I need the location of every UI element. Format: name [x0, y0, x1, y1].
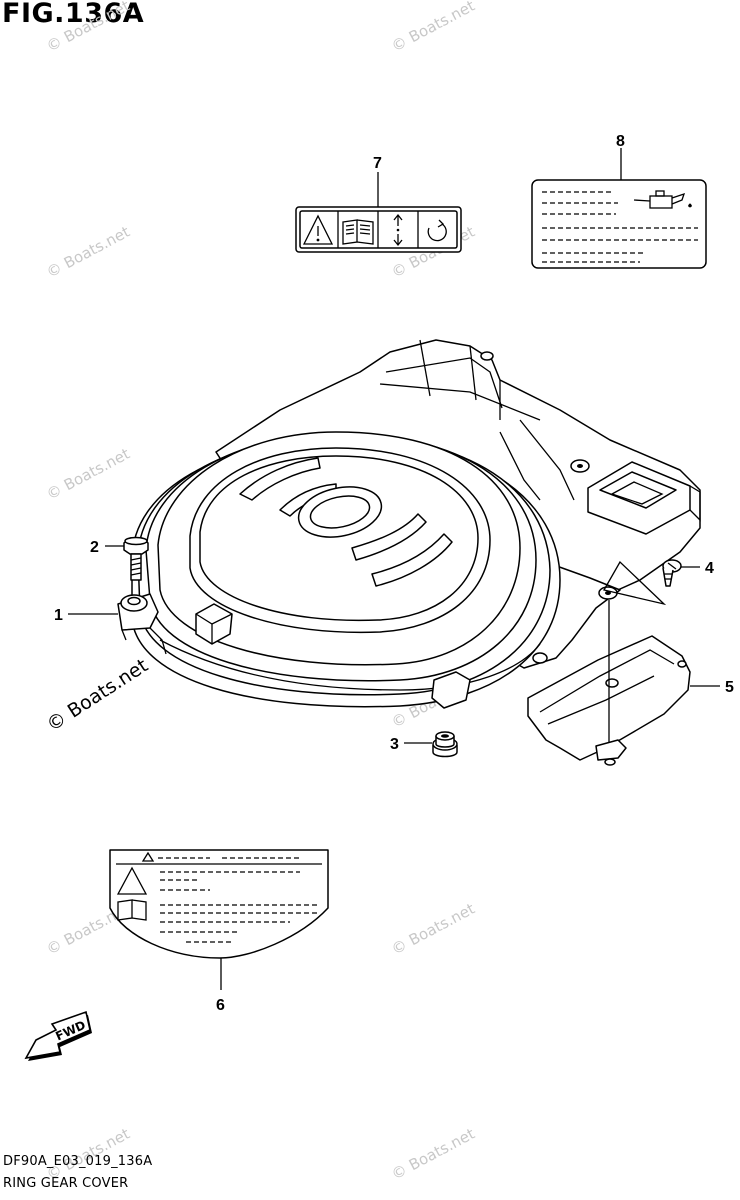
fwd-arrow-icon: FWD — [24, 1010, 92, 1061]
callout-5: 5 — [725, 679, 734, 696]
caution-small-icon — [141, 851, 155, 862]
oil-can-icon — [633, 190, 692, 209]
watermark: © Boats.net — [43, 223, 132, 282]
part-4-screw — [662, 559, 682, 587]
callout-6: 6 — [216, 997, 225, 1014]
callout-4: 4 — [705, 560, 714, 577]
part-2-bolt — [120, 536, 149, 612]
part-3-grommet — [432, 731, 458, 758]
callout-7: 7 — [373, 155, 382, 172]
pull-starter-icon — [427, 219, 447, 242]
leader-lines — [68, 148, 720, 990]
up-down-arrow-icon — [393, 213, 403, 247]
warning-triangle-icon — [302, 214, 334, 245]
callout-3: 3 — [390, 736, 399, 753]
figure-code: DF90A_E03_019_136A — [3, 1154, 153, 1169]
manual-book-icon — [117, 899, 147, 921]
watermark: © Boats.net — [43, 0, 132, 56]
watermark: © Boats.net — [388, 900, 477, 959]
label-8-oil-label — [531, 179, 707, 269]
part-1-ring-gear-cover — [117, 339, 701, 709]
manual-book-icon — [342, 219, 374, 245]
watermark: © Boats.net — [388, 0, 477, 56]
callout-8: 8 — [616, 133, 625, 150]
label-7-warning-strip — [295, 206, 462, 253]
callout-numbers: 7 8 2 1 4 5 3 6 — [54, 133, 734, 1014]
figure-title: FIG.136A — [2, 0, 145, 29]
watermark: © Boats.net — [43, 445, 132, 504]
callout-2: 2 — [90, 539, 99, 556]
label-6-caution-label — [109, 849, 329, 959]
watermark-large: © Boats.net — [43, 655, 152, 737]
watermark: © Boats.net — [388, 1125, 477, 1184]
callout-1: 1 — [54, 607, 63, 624]
figure-name: RING GEAR COVER — [3, 1176, 129, 1191]
warning-triangle-icon — [116, 866, 148, 895]
